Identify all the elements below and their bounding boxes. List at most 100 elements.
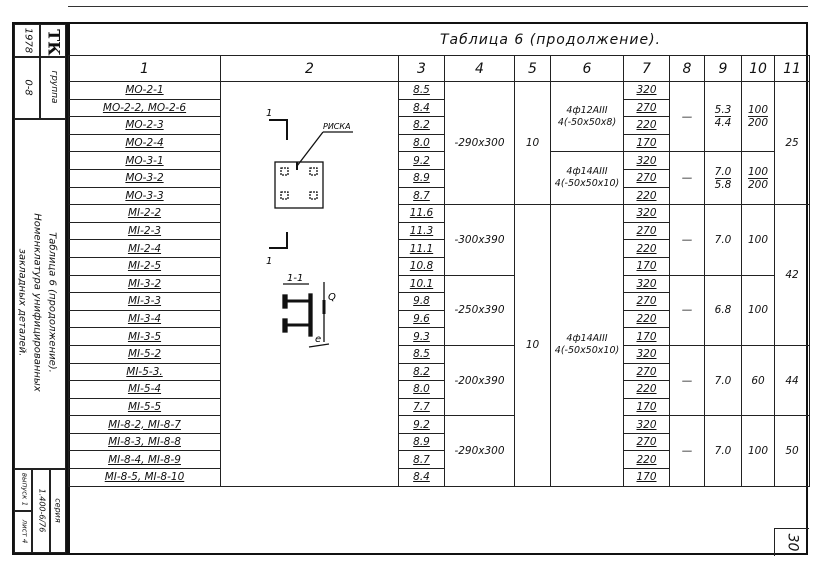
anchor-length: 320	[623, 344, 670, 364]
anchor-length: 320	[623, 151, 670, 170]
anchor-rebar: 4ф14АIII	[566, 333, 608, 345]
weight-value: 7.7	[398, 397, 445, 417]
col9-value: 7.0	[704, 344, 742, 417]
anchor-rebar: 4ф12АIII	[566, 104, 608, 116]
weight-value: 8.2	[398, 116, 445, 135]
anchor-length: 170	[623, 468, 670, 487]
description: Таблица 6 (продолжение). Номенклатура ун…	[15, 133, 60, 473]
item-mark: МI-5-2	[68, 344, 221, 364]
col8-value: —	[669, 344, 705, 417]
col8-value: —	[669, 80, 705, 153]
anchor-length: 220	[623, 309, 670, 329]
anchor-length: 270	[623, 432, 670, 452]
column-header-7: 7	[623, 55, 670, 82]
weight-value: 8.0	[398, 380, 445, 399]
col9-value: 7.0	[704, 204, 742, 276]
issue-cell: выпуск 1	[14, 469, 32, 511]
col10-value: 100	[741, 274, 775, 346]
group-label-cell: группа	[40, 57, 66, 119]
item-mark: МI-5-5	[68, 397, 221, 417]
column-header-9: 9	[704, 55, 742, 82]
plate-thickness: 10	[514, 204, 551, 487]
plate-size: -200x390	[444, 344, 515, 417]
column-header-11: 11	[774, 55, 810, 82]
plate-size: -290x300	[444, 415, 515, 487]
weight-value: 9.6	[398, 309, 445, 329]
plate-size: -290x300	[444, 80, 515, 206]
weight-value: 11.6	[398, 204, 445, 223]
item-mark: МI-3-5	[68, 327, 221, 346]
plate-size: -250x390	[444, 274, 515, 346]
item-mark: МО-2-3	[68, 116, 221, 135]
issue-label: выпуск	[20, 472, 29, 500]
group-label: группа	[49, 70, 59, 104]
numerator: 7.0	[714, 165, 732, 179]
item-mark: МО-3-3	[68, 186, 221, 206]
sheet: лист 4	[20, 511, 29, 553]
item-mark: МI-2-4	[68, 239, 221, 258]
numerator: 100	[747, 165, 769, 179]
risk-label: РИСКА	[323, 122, 351, 131]
plate-size: -300x390	[444, 204, 515, 276]
item-mark: МI-3-3	[68, 292, 221, 311]
anchor-length: 170	[623, 397, 670, 417]
item-mark: МI-5-3.	[68, 362, 221, 382]
page-number-box: 30	[774, 528, 809, 556]
item-mark: МО-2-4	[68, 133, 221, 153]
weight-value: 10.8	[398, 256, 445, 276]
weight-value: 8.7	[398, 186, 445, 206]
item-mark: МI-2-3	[68, 221, 221, 241]
weight-value: 8.5	[398, 81, 445, 100]
col11-value: 44	[774, 344, 810, 417]
column-header-3: 3	[398, 55, 445, 82]
col11-value: 42	[774, 204, 810, 346]
column-header-1: 1	[68, 55, 221, 82]
group-value-cell: 0-8	[14, 57, 40, 119]
weight-value: 8.5	[398, 344, 445, 364]
col9-value: 7.0	[704, 415, 742, 487]
anchor-length: 170	[623, 327, 670, 346]
col8-value: —	[669, 274, 705, 346]
col11-value: 50	[774, 415, 810, 487]
anchor-angle: 4(-50x50x10)	[554, 345, 620, 357]
anchor-length: 320	[623, 81, 670, 100]
denominator: 200	[747, 117, 769, 130]
group-value: 0-8	[22, 79, 34, 96]
column-header-4: 4	[444, 55, 515, 82]
weight-value: 8.9	[398, 432, 445, 452]
item-mark: МО-3-2	[68, 168, 221, 188]
column-header-8: 8	[669, 55, 705, 82]
item-mark: МI-8-3, МI-8-8	[68, 432, 221, 452]
weight-value: 9.8	[398, 292, 445, 311]
col10-value: 100	[741, 415, 775, 487]
org-logo: ТК	[44, 29, 64, 56]
denominator: 4.4	[714, 117, 732, 130]
col11-value: 25	[774, 80, 810, 206]
item-mark: МО-2-2, МО-2-6	[68, 98, 221, 118]
col9-value: 6.8	[704, 274, 742, 346]
item-mark: МI-5-4	[68, 380, 221, 399]
weight-value: 8.7	[398, 450, 445, 470]
numerator: 5.3	[714, 104, 732, 118]
anchor-length: 320	[623, 274, 670, 294]
item-mark: МI-3-4	[68, 309, 221, 329]
page-number: 30	[784, 533, 801, 552]
